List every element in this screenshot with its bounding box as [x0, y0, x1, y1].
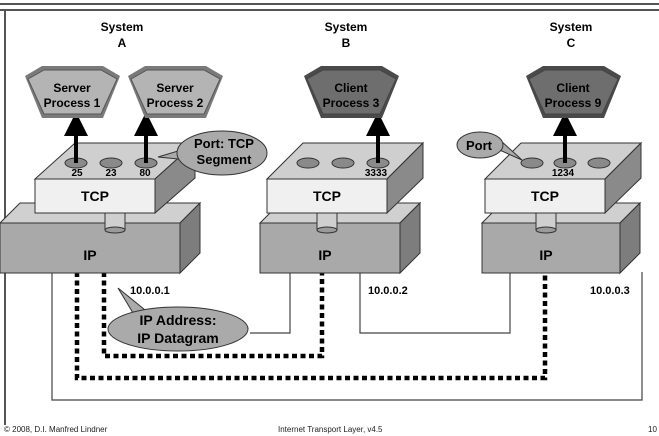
process-label: Client — [334, 81, 367, 95]
system-a-title: System A — [101, 20, 144, 50]
system-a-tcp-box: TCP — [33, 141, 197, 215]
svg-text:System: System — [550, 20, 593, 34]
svg-text:IP Address:: IP Address: — [139, 312, 216, 328]
svg-text:C: C — [567, 36, 576, 50]
svg-text:System: System — [101, 20, 144, 34]
ip-datagram-paths — [74, 272, 548, 381]
slide-top-border — [0, 0, 659, 11]
system-c-tcp-label: TCP — [531, 188, 559, 204]
system-b-ip-address: 10.0.0.2 — [368, 285, 408, 297]
port-number: 23 — [105, 168, 117, 179]
slide-left-border — [4, 9, 6, 425]
system-a-ip-address: 10.0.0.1 — [130, 285, 170, 297]
footer-page-number: 10 — [648, 425, 657, 434]
callout-port: Port — [456, 131, 523, 161]
svg-text:B: B — [342, 36, 351, 50]
footer-title: Internet Transport Layer, v4.5 — [278, 425, 383, 434]
system-a-ip-label: IP — [83, 247, 96, 263]
process-label: Process 3 — [323, 96, 380, 110]
system-b-connector — [316, 211, 338, 234]
process-label: Server — [156, 81, 194, 95]
port-number: 80 — [139, 168, 151, 179]
port-number: 25 — [71, 168, 83, 179]
svg-text:Port: TCP: Port: TCP — [194, 136, 254, 151]
system-b-ip-label: IP — [318, 247, 331, 263]
process-label: Process 1 — [44, 96, 101, 110]
system-c-ip-address: 10.0.0.3 — [590, 285, 630, 297]
svg-text:Port: Port — [466, 138, 493, 153]
process-label: Server — [53, 81, 91, 95]
network-wires — [51, 272, 643, 401]
system-c-title: System C — [550, 20, 593, 50]
system-c-connector — [535, 211, 557, 234]
port-number: 3333 — [365, 168, 388, 179]
system-c-ip-label: IP — [539, 247, 552, 263]
system-a-tcp-label: TCP — [81, 188, 109, 204]
process-label: Process 9 — [545, 96, 602, 110]
system-a-arrows — [64, 112, 158, 163]
client-process-9: Client Process 9 — [526, 66, 621, 118]
svg-text:System: System — [325, 20, 368, 34]
client-process-3: Client Process 3 — [304, 66, 399, 118]
server-process-1: Server Process 1 — [25, 66, 120, 118]
callout-port-tcp-segment: Port: TCP Segment — [157, 130, 268, 176]
port-number: 1234 — [552, 168, 575, 179]
callout-ip-address-datagram: IP Address: IP Datagram — [107, 287, 249, 352]
svg-text:IP Datagram: IP Datagram — [137, 330, 218, 346]
system-b-tcp-label: TCP — [313, 188, 341, 204]
process-label: Process 2 — [147, 96, 204, 110]
system-a-ports: 25 23 80 — [64, 157, 158, 179]
svg-text:Segment: Segment — [197, 152, 253, 167]
system-b-title: System B — [325, 20, 368, 50]
process-label: Client — [556, 81, 589, 95]
system-a-connector — [104, 211, 126, 234]
svg-text:A: A — [118, 36, 127, 50]
server-process-2: Server Process 2 — [128, 66, 223, 118]
footer-copyright: © 2008, D.I. Manfred Lindner — [4, 425, 108, 434]
